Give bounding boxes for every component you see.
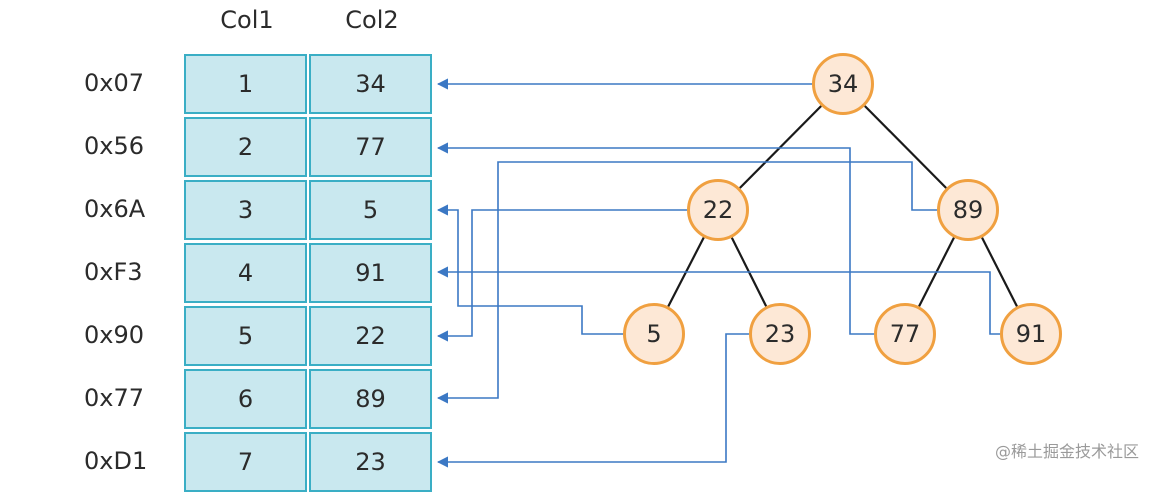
- tree-node-23: 23: [749, 303, 811, 365]
- pointer-arrow: [436, 266, 1000, 335]
- column-header-col1: Col1: [220, 6, 274, 34]
- tree-node-22: 22: [687, 179, 749, 241]
- pointer-arrow: [436, 142, 874, 335]
- tree-node-34: 34: [812, 53, 874, 115]
- cell-col2: 89: [309, 369, 432, 429]
- tree-edge: [739, 105, 822, 189]
- pointer-arrow: [436, 209, 687, 342]
- cell-col2: 77: [309, 117, 432, 177]
- cell-col1: 4: [184, 243, 307, 303]
- pointer-arrow: [436, 161, 937, 404]
- cell-col1: 1: [184, 54, 307, 114]
- row-address: 0x77: [84, 384, 145, 412]
- cell-col2: 34: [309, 54, 432, 114]
- cell-col1: 5: [184, 306, 307, 366]
- pointer-arrow: [436, 204, 623, 335]
- cell-col1: 2: [184, 117, 307, 177]
- cell-col2: 91: [309, 243, 432, 303]
- tree-node-91: 91: [1000, 303, 1062, 365]
- diagram-lines: [436, 78, 1018, 468]
- watermark: @稀土掘金技术社区: [994, 442, 1139, 461]
- pointer-arrow: [436, 333, 749, 468]
- row-address: 0x56: [84, 132, 145, 160]
- cell-col2: 22: [309, 306, 432, 366]
- cell-col1: 3: [184, 180, 307, 240]
- tree-node-89: 89: [937, 179, 999, 241]
- cell-col1: 6: [184, 369, 307, 429]
- tree-edge: [981, 237, 1018, 307]
- row-address: 0x90: [84, 321, 145, 349]
- row-address: 0x07: [84, 69, 145, 97]
- cell-col2: 5: [309, 180, 432, 240]
- row-address: 0x6A: [84, 195, 146, 223]
- tree-edge: [864, 105, 947, 189]
- tree-node-5: 5: [623, 303, 685, 365]
- column-header-col2: Col2: [345, 6, 399, 34]
- row-address: 0xF3: [84, 258, 143, 286]
- tree-node-77: 77: [874, 303, 936, 365]
- cell-col2: 23: [309, 432, 432, 492]
- row-address: 0xD1: [84, 447, 148, 475]
- cell-col1: 7: [184, 432, 307, 492]
